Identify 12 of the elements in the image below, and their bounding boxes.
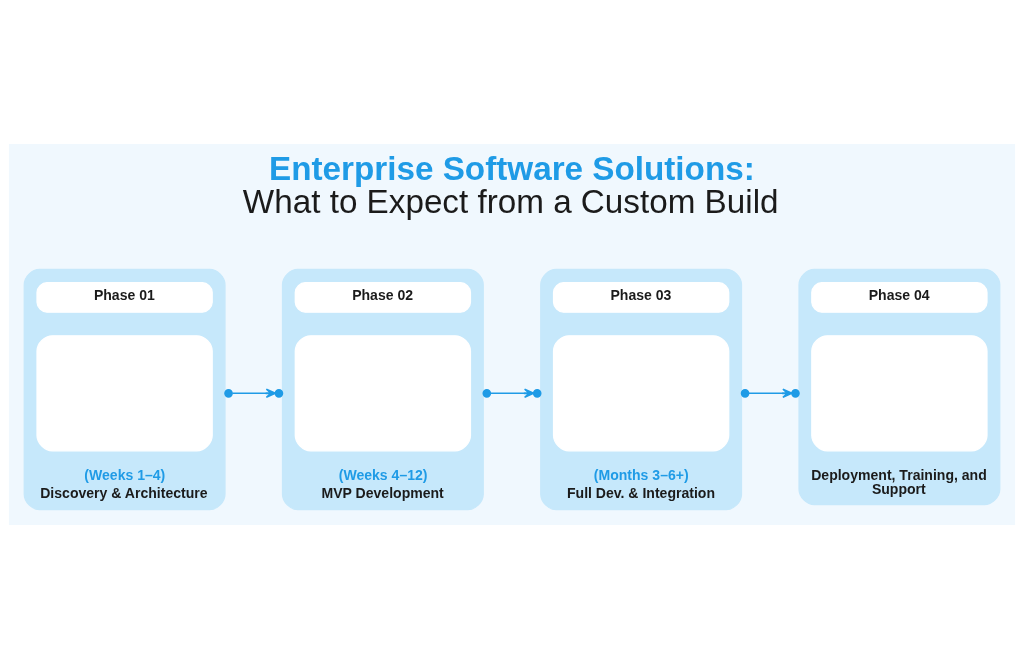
node-box (552, 334, 730, 451)
node-box: Phase 01 (36, 281, 213, 313)
node-box (294, 334, 472, 451)
node-box (811, 334, 988, 451)
arrow (224, 388, 284, 398)
node-box: Phase 02 (294, 281, 472, 313)
node-box (36, 334, 213, 451)
arrow (482, 388, 542, 398)
arrow (740, 388, 800, 398)
node-box: Phase 03 (552, 281, 730, 313)
diagram-title: Enterprise Software Solutions: What to Expect from a Custom Build (242, 149, 779, 220)
node-box: Phase 04 (811, 281, 988, 313)
